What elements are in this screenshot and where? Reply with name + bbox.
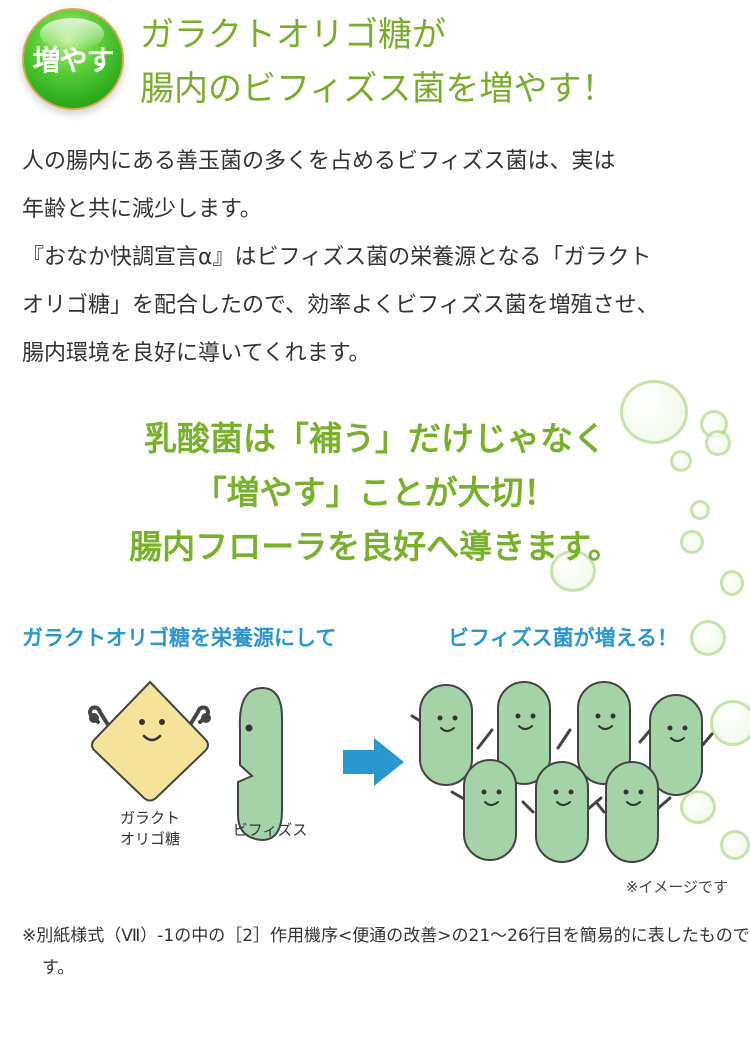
bacteria-faces-icon — [437, 713, 688, 795]
catch-line-3: 腸内フローラを良好へ導きます。 — [129, 527, 621, 566]
bifidus-group-icon — [410, 681, 714, 863]
body-line: 人の腸内にある善玉菌の多くを占めるビフィズス菌は、実は — [22, 149, 616, 174]
galacto-label-line-1: ガラクト — [119, 809, 180, 827]
body-paragraph: 人の腸内にある善玉菌の多くを占めるビフィズス菌は、実は 年齢と共に減少します。 … — [22, 138, 732, 378]
heading-line-2: 腸内のビフィズス菌を増やす！ — [140, 69, 616, 109]
diagram-illustration: ガラクト オリゴ糖 ビフィズス — [0, 670, 750, 870]
water-droplets-decoration — [520, 370, 750, 890]
badge-increase: 増やす — [22, 8, 124, 110]
section-heading: ガラクトオリゴ糖が 腸内のビフィズス菌を増やす！ — [140, 8, 615, 116]
diagram-left-title: ガラクトオリゴ糖を栄養源にして — [22, 626, 337, 650]
heading-line-1: ガラクトオリゴ糖が — [140, 15, 446, 55]
body-line: 年齢と共に減少します。 — [22, 197, 262, 222]
catch-line-1: 乳酸菌は「補う」だけじゃなく — [144, 419, 606, 458]
badge-label: 増やす — [32, 44, 114, 77]
bifidus-label: ビフィズス — [232, 821, 308, 839]
diagram-right-title: ビフィズス菌が増える！ — [448, 626, 678, 650]
galacto-label-line-2: オリゴ糖 — [119, 830, 180, 848]
image-disclaimer: ※イメージです — [625, 878, 728, 896]
body-line: オリゴ糖」を配合したので、効率よくビフィズス菌を増殖させ、 — [22, 293, 659, 318]
body-line: 『おなか快調宣言α』はビフィズス菌の栄養源となる「ガラクト — [22, 245, 652, 270]
galacto-character-icon — [88, 680, 211, 802]
bifidus-pacman-icon — [237, 686, 283, 842]
galacto-label: ガラクト オリゴ糖 — [110, 808, 190, 850]
arrow-right-icon — [343, 738, 404, 786]
footnote: ※別紙様式（Ⅶ）-1の中の［2］作用機序<便通の改善>の21～26行目を簡易的に… — [22, 926, 750, 978]
bacteria-illustration — [88, 680, 714, 863]
catchphrase: 乳酸菌は「補う」だけじゃなく 「増やす」ことが大切！ 腸内フローラを良好へ導きま… — [0, 412, 750, 574]
catch-line-2: 「増やす」ことが大切！ — [193, 473, 557, 512]
body-line: 腸内環境を良好に導いてくれます。 — [22, 341, 371, 366]
